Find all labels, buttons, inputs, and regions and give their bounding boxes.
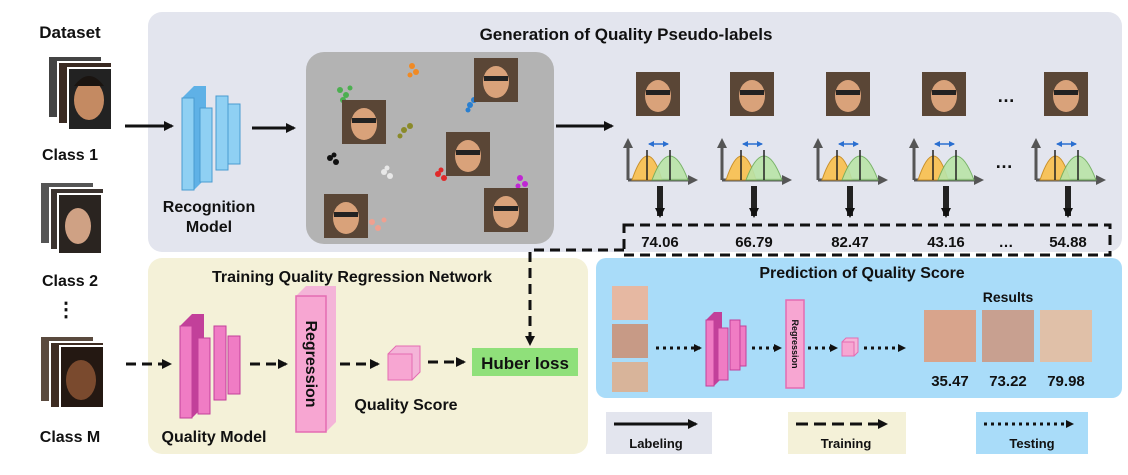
result-score-1: 35.47 xyxy=(931,373,969,390)
result-score-2: 73.22 xyxy=(989,373,1027,390)
regression-label: Regression xyxy=(302,320,319,407)
distribution-ellipsis: … xyxy=(995,152,1013,172)
class-1-label: Class 1 xyxy=(42,147,98,164)
class-1-image-stack xyxy=(47,55,113,131)
legend-labeling: Labeling xyxy=(606,412,712,454)
legend-testing-label: Testing xyxy=(1009,436,1054,451)
prediction-regression-block xyxy=(785,299,805,389)
recognition-model-icon xyxy=(181,86,241,191)
training-panel xyxy=(148,258,588,454)
prediction-title: Prediction of Quality Score xyxy=(759,265,964,282)
prediction-score-cube xyxy=(841,337,859,357)
legend-labeling-label: Labeling xyxy=(629,436,683,451)
class-2-label: Class 2 xyxy=(42,273,98,290)
pseudo-label-scores-box xyxy=(622,223,1112,257)
pseudo-label-score-5: 54.88 xyxy=(1049,234,1087,251)
prediction-input-faces xyxy=(612,286,648,392)
quality-model-label: Quality Model xyxy=(162,429,267,446)
class-m-image-stack xyxy=(39,335,105,409)
legend-testing: Testing xyxy=(976,412,1088,454)
pseudo-label-score-3: 82.47 xyxy=(831,234,869,251)
recognition-model-label-1: Recognition xyxy=(163,199,255,216)
generation-panel xyxy=(148,12,1122,252)
feature-clusters xyxy=(327,63,528,231)
pseudo-label-scores: 74.06 66.79 82.47 43.16 … 54.88 xyxy=(641,234,1087,251)
pseudo-label-score-ellipsis: … xyxy=(999,234,1014,251)
class-m-label: Class M xyxy=(40,429,100,446)
results-label: Results xyxy=(983,289,1034,305)
faces-ellipsis: … xyxy=(997,86,1015,106)
recognition-model-label-2: Model xyxy=(186,219,232,236)
legend-training: Training xyxy=(788,412,906,454)
prediction-quality-model-icon xyxy=(705,312,747,387)
distribution-to-score-arrows xyxy=(655,186,1073,218)
prediction-regression-label: Regression xyxy=(790,319,800,368)
dataset-ellipsis: ⋮ xyxy=(56,299,76,321)
result-score-3: 79.98 xyxy=(1047,373,1085,390)
huber-loss-box xyxy=(472,348,578,376)
quality-score-cube xyxy=(387,345,421,381)
result-faces xyxy=(924,310,1092,362)
pseudo-label-score-4: 43.16 xyxy=(927,234,965,251)
regression-block xyxy=(295,286,336,433)
generation-title: Generation of Quality Pseudo-labels xyxy=(480,25,773,44)
legend-training-label: Training xyxy=(821,436,872,451)
result-scores: 35.47 73.22 79.98 xyxy=(931,373,1085,390)
pseudo-label-score-2: 66.79 xyxy=(735,234,773,251)
quality-score-label: Quality Score xyxy=(354,397,457,414)
quality-model-icon xyxy=(179,314,241,419)
huber-loss-label: Huber loss xyxy=(481,354,569,373)
dataset-title: Dataset xyxy=(39,23,101,42)
pseudo-label-score-1: 74.06 xyxy=(641,234,679,251)
class-2-image-stack xyxy=(39,181,105,255)
training-title: Training Quality Regression Network xyxy=(212,269,492,286)
